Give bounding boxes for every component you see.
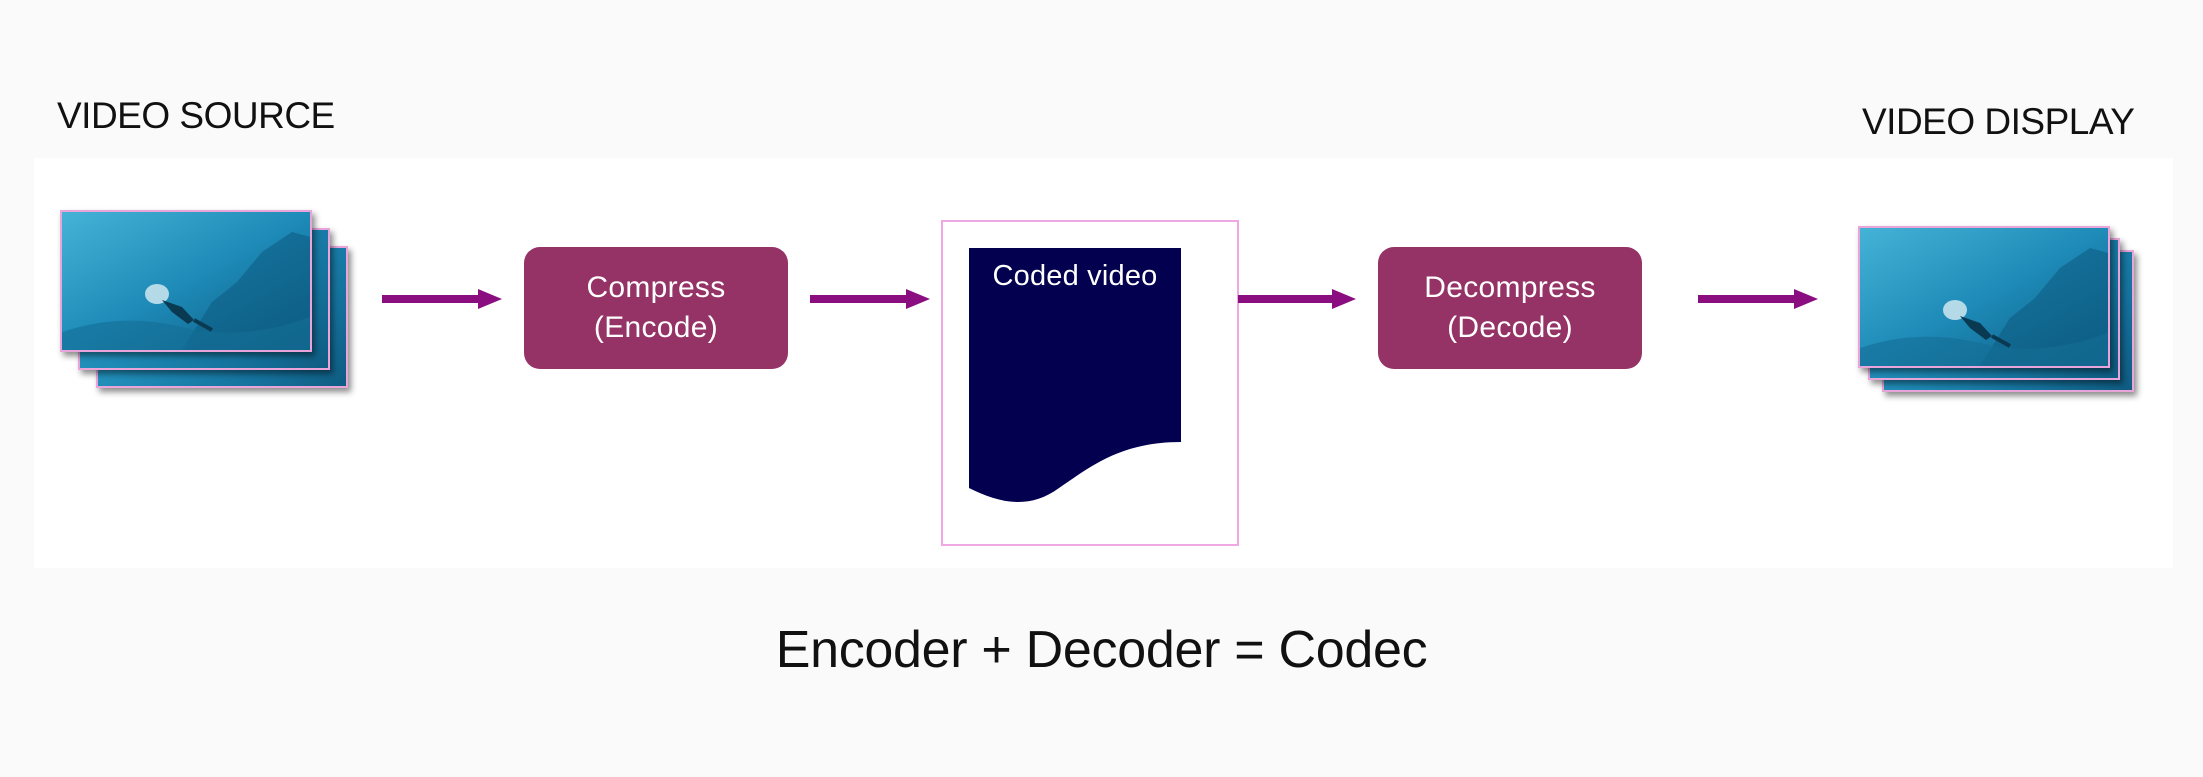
codec-equation: Encoder + Decoder = Codec [775, 621, 1428, 679]
decode-label-line1: Decompress [1424, 271, 1596, 304]
video-source-label: VIDEO SOURCE [57, 95, 335, 136]
compress-encode-box: Compress (Encode) [524, 247, 788, 369]
arrow-right-icon [1698, 289, 1818, 309]
coded-video-label: Coded video [992, 260, 1158, 292]
video-frame [60, 210, 312, 352]
video-display-label: VIDEO DISPLAY [1862, 101, 2135, 142]
video-frame [1858, 226, 2110, 368]
decode-label-line2: (Decode) [1447, 311, 1573, 344]
encode-label-line2: (Encode) [593, 311, 719, 344]
video-display-frames-icon [1858, 226, 2148, 426]
document-icon [969, 248, 1181, 502]
coded-video-frame: Coded video [941, 220, 1239, 546]
video-source-frames-icon [60, 210, 350, 410]
decompress-decode-box: Decompress (Decode) [1378, 247, 1642, 369]
arrow-right-icon [810, 289, 930, 309]
arrow-right-icon [382, 289, 502, 309]
encode-label-line1: Compress [586, 271, 726, 304]
arrow-right-icon [1238, 289, 1356, 309]
